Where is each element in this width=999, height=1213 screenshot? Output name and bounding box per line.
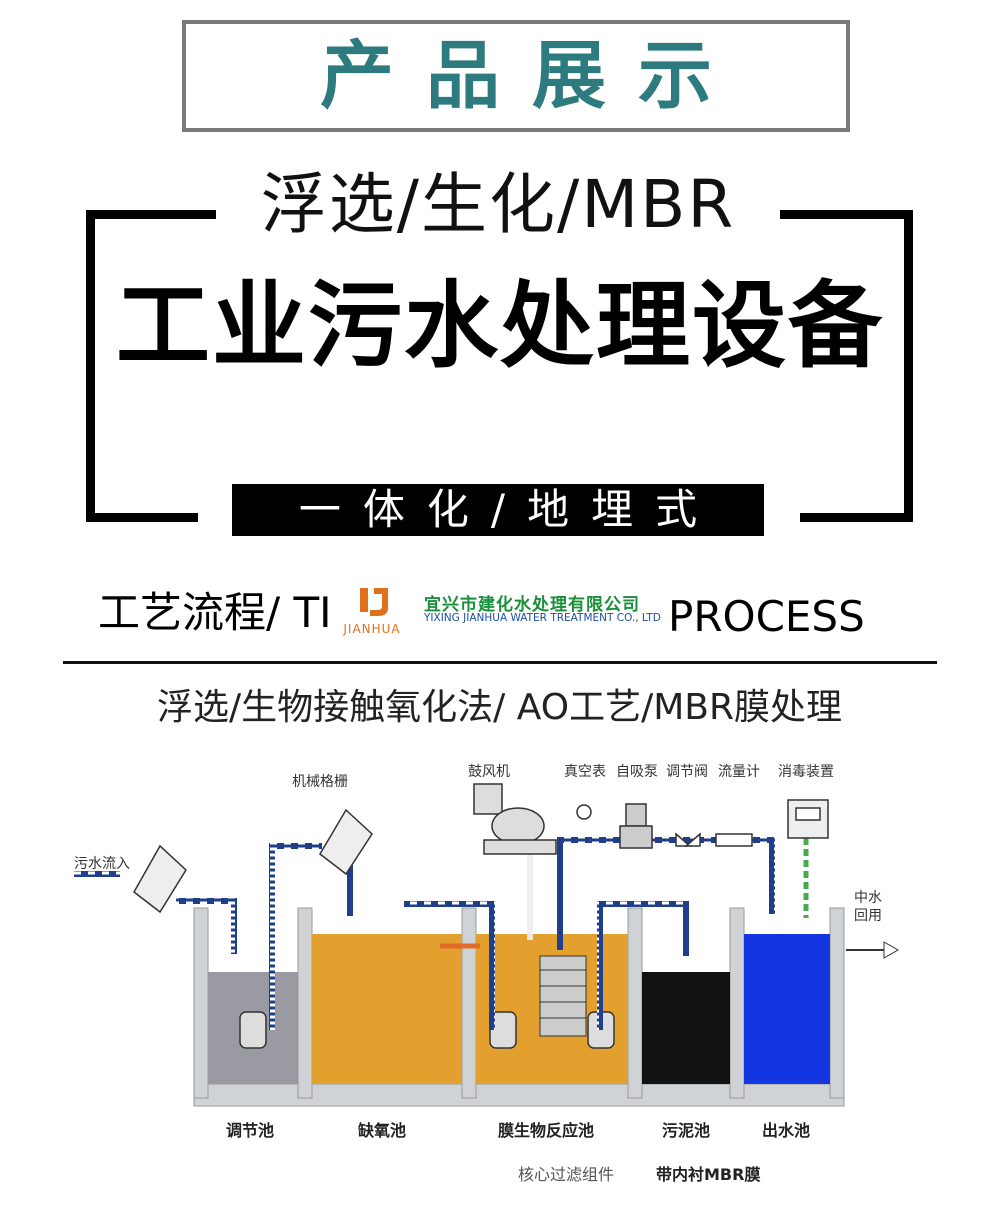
blower-icon (473, 783, 557, 855)
label-flowmeter: 流量计 (718, 764, 760, 780)
tank-wall-1 (193, 907, 209, 1099)
label-reuse-2: 回用 (854, 908, 882, 924)
label-disinfection: 消毒装置 (778, 764, 834, 780)
label-tank-equalization: 调节池 (226, 1121, 274, 1140)
disinfection-icon (787, 799, 829, 839)
label-tank-outlet: 出水池 (762, 1121, 810, 1140)
label-reuse-1: 中水 (854, 890, 882, 906)
valve-icon (675, 832, 701, 847)
label-valve: 调节阀 (666, 764, 708, 780)
divider (63, 661, 937, 664)
hero-tagline-bar: 一体化/地埋式 (232, 484, 764, 536)
bracket-left-bottom (86, 513, 198, 522)
label-inflow: 污水流入 (74, 856, 130, 872)
label-blower: 鼓风机 (468, 764, 510, 780)
process-heading-right: PROCESS (668, 592, 865, 641)
mbr-membrane-icon (539, 955, 587, 1037)
hero-tagline: 一体化/地埋式 (298, 485, 720, 534)
arrow-reuse-icon (883, 941, 900, 959)
anoxic-liquid (312, 934, 462, 1084)
hero-title: 工业污水处理设备 (115, 272, 884, 381)
label-core-component: 核心过滤组件 (518, 1165, 614, 1184)
label-membrane: 带内衬MBR膜 (656, 1165, 760, 1184)
process-heading-left: 工艺流程/ TI (98, 588, 332, 637)
pipe-inflow (176, 898, 237, 954)
screen-icon (133, 808, 373, 914)
label-tank-anoxic: 缺氧池 (358, 1121, 406, 1140)
bracket-left-side (86, 210, 95, 522)
label-pump: 自吸泵 (616, 764, 658, 780)
label-tank-sludge: 污泥池 (662, 1121, 710, 1140)
bracket-right-bottom (800, 513, 913, 522)
pipe-return (404, 901, 495, 1030)
gauge-icon (576, 804, 592, 820)
pump-icon (239, 1011, 615, 1049)
tank-base (193, 1083, 845, 1107)
tank-wall-2 (297, 907, 313, 1099)
tank-wall-6 (829, 907, 845, 1099)
process-diagram: 污水流入 机械格栅 鼓风机 真空表 自吸泵 调节阀 流量计 消毒装置 中水 回用… (74, 764, 900, 1184)
bracket-right-top (780, 210, 913, 219)
flowmeter-icon (715, 833, 753, 847)
bracket-left-top (86, 210, 216, 219)
company-logo-icon (360, 588, 388, 616)
hero-subtitle: 浮选/生化/MBR (260, 166, 736, 243)
logo-name: JIANHUA (343, 622, 401, 636)
process-methods: 浮选/生物接触氧化法/ AO工艺/MBR膜处理 (157, 687, 842, 728)
pipe-sludge (597, 901, 689, 1030)
pipe-permeate (557, 837, 775, 950)
sludge-liquid (642, 972, 730, 1084)
label-tank-mbr: 膜生物反应池 (498, 1121, 594, 1140)
self-priming-pump-icon (619, 803, 653, 849)
bracket-right-side (904, 210, 913, 522)
company-name-en: YIXING JIANHUA WATER TREATMENT CO., LTD (424, 612, 661, 624)
tank-wall-5 (729, 907, 745, 1099)
label-screen: 机械格栅 (292, 774, 348, 790)
header-title: 产品展示 (320, 33, 744, 119)
tank-wall-3 (461, 907, 477, 1099)
company-name-cn: 宜兴市建化水处理有限公司 (424, 595, 640, 615)
header-box: 产品展示 (182, 20, 850, 132)
label-vacuum-gauge: 真空表 (564, 764, 606, 780)
tank-wall-4 (627, 907, 643, 1099)
outlet-liquid (744, 934, 830, 1084)
